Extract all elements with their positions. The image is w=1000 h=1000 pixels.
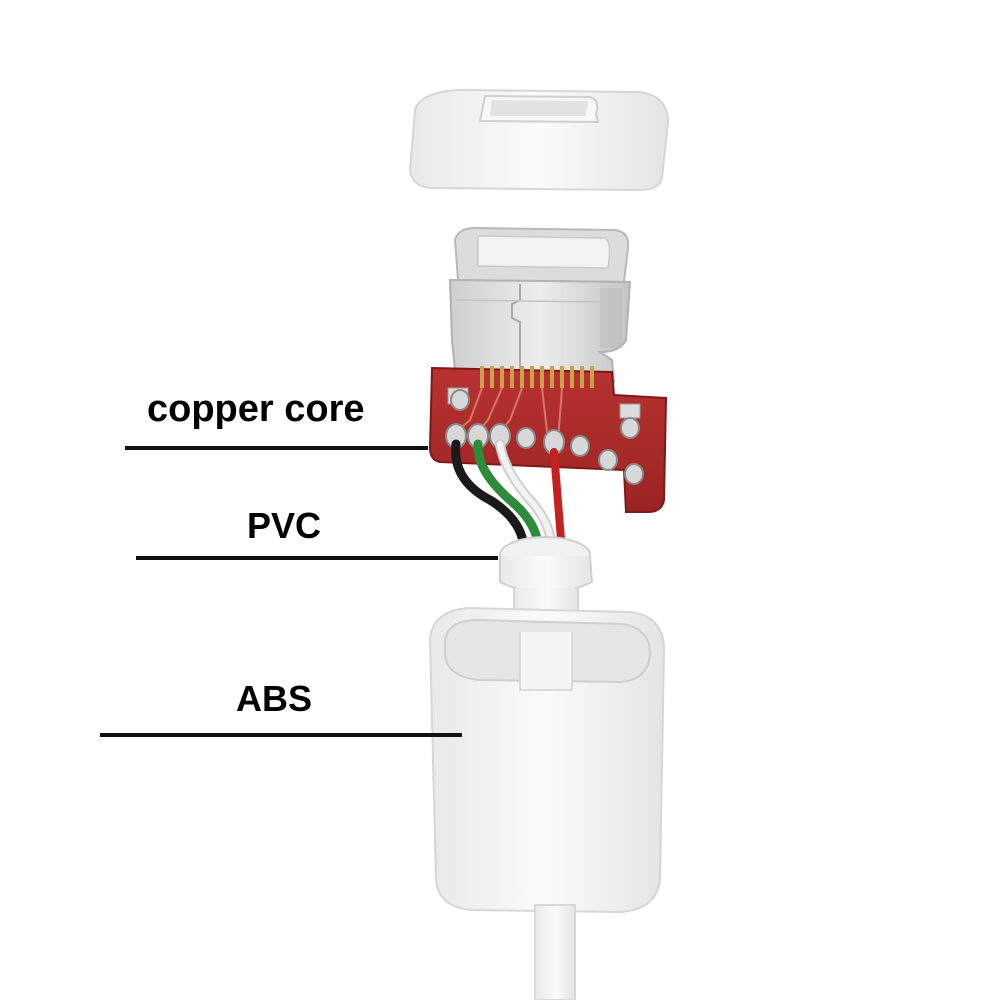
copper-core-label: copper core bbox=[147, 388, 365, 430]
metal-shell bbox=[448, 226, 632, 384]
pvc-label: PVC bbox=[247, 505, 322, 546]
gold-pins bbox=[480, 366, 594, 388]
abs-label: ABS bbox=[236, 678, 313, 719]
black-wire bbox=[451, 439, 529, 553]
cable bbox=[534, 904, 576, 1000]
solder-pads bbox=[445, 389, 644, 485]
abs-housing bbox=[428, 606, 666, 914]
top-cap bbox=[408, 88, 670, 192]
green-wire bbox=[473, 439, 543, 557]
leader-lines bbox=[100, 446, 498, 737]
wires bbox=[451, 439, 566, 557]
pcb-board bbox=[428, 366, 668, 513]
